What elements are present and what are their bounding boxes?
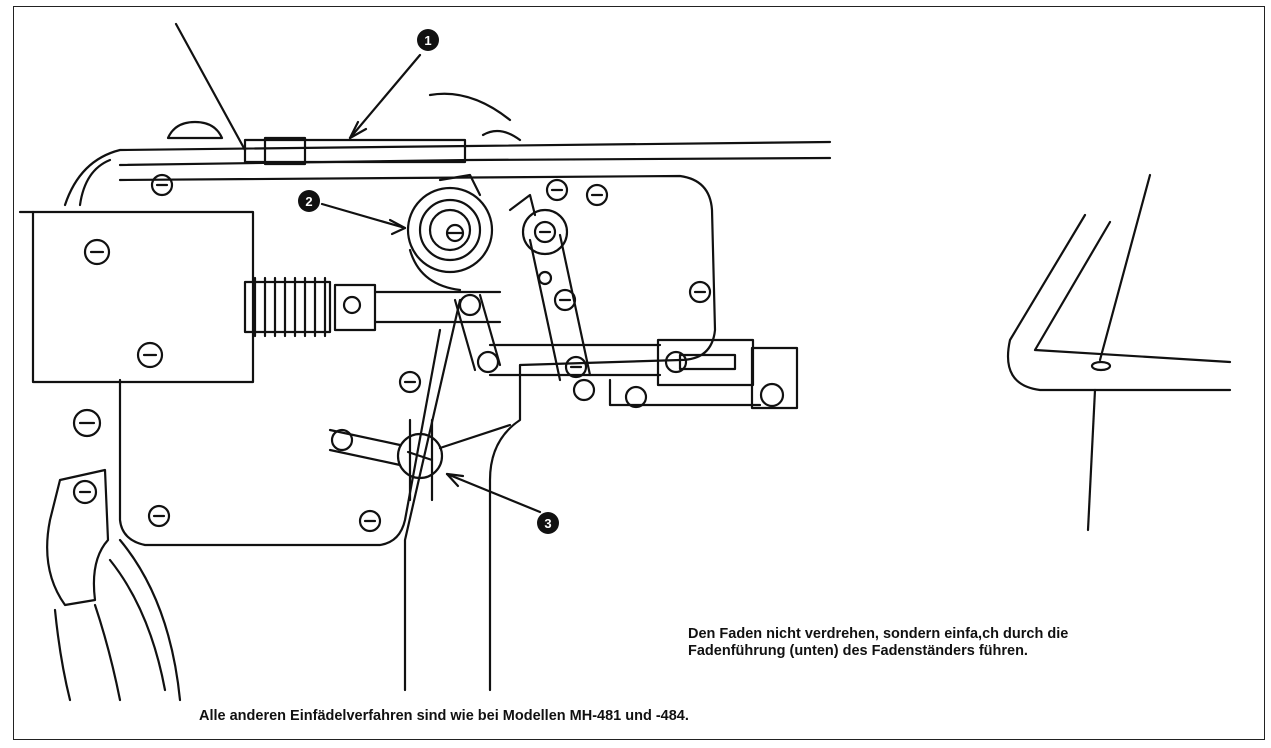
left-block — [31, 210, 255, 384]
thread-stand-note-line1: Den Faden nicht verdrehen, sondern einfa… — [688, 626, 1069, 642]
leader-2 — [320, 202, 407, 230]
leader-3 — [445, 472, 542, 514]
svg-text:1: 1 — [424, 33, 431, 48]
tension-spring — [243, 276, 332, 338]
thread-stand-detail — [1006, 173, 1232, 532]
svg-text:2: 2 — [305, 194, 312, 209]
callout-1: 1 — [417, 29, 439, 51]
cable-clamp — [46, 468, 182, 702]
svg-text:3: 3 — [544, 516, 551, 531]
thread-guide-bar — [243, 138, 467, 164]
thread-guide-rod — [488, 343, 662, 377]
thread-top — [174, 22, 247, 152]
lever-arm — [508, 193, 592, 382]
top-knob — [166, 120, 224, 140]
thread-stand-note: Den Faden nicht verdrehen, sondern einfa… — [688, 626, 1228, 660]
callout-2: 2 — [298, 190, 320, 212]
thread-vertical — [403, 298, 462, 692]
tension-disc — [406, 173, 494, 292]
callout-3: 3 — [537, 512, 559, 534]
thread-stand-note-line2: Fadenführung (unten) des Fadenständers f… — [688, 643, 1028, 659]
leader-1 — [348, 53, 422, 140]
threading-note: Alle anderen Einfädelverfahren sind wie … — [199, 708, 689, 724]
top-rail — [63, 140, 832, 207]
